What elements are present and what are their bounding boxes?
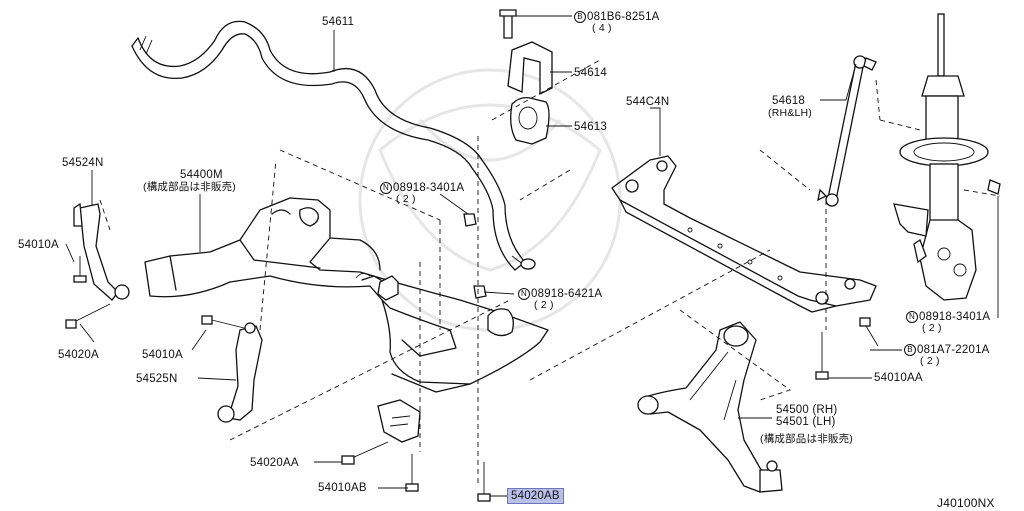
bolt-symbol: B: [904, 344, 916, 356]
nut-symbol: N: [380, 182, 392, 194]
label-54020a: 54020A: [58, 349, 99, 361]
stabilizer-bar: [131, 20, 536, 271]
label-54611: 54611: [322, 16, 355, 28]
lower-control-arm: [637, 321, 783, 493]
label-54020ab-highlighted[interactable]: 54020AB: [507, 488, 564, 504]
label-54614: 54614: [574, 67, 607, 79]
label-54010a-mid: 54010A: [142, 349, 183, 361]
nut-symbol: N: [906, 311, 918, 323]
label-bolt-081a7-qty: ( 2 ): [920, 355, 940, 367]
reference-lines: [99, 59, 1001, 486]
bolt-081b6-code: 081B6-8251A: [587, 11, 660, 23]
label-nut-c-qty: ( 2 ): [922, 322, 942, 334]
bolt-081a7-code: 081A7-2201A: [917, 344, 990, 356]
label-54400m: 54400M: [180, 169, 223, 181]
label-54618-note: (RH&LH): [768, 107, 812, 119]
label-54500-note: (構成部品は非販売): [760, 433, 853, 445]
label-54010ab: 54010AB: [318, 482, 367, 494]
label-54613: 54613: [574, 121, 607, 133]
label-54010aa: 54010AA: [874, 372, 923, 384]
label-54524n: 54524N: [62, 157, 104, 169]
nut-b-code: 08918-6421A: [531, 288, 603, 300]
leader-lines: [65, 15, 999, 497]
label-54525n: 54525N: [136, 373, 178, 385]
stabilizer-link: [817, 55, 877, 207]
strut-assembly: [893, 13, 1001, 301]
left-upper-bracket: [73, 202, 130, 301]
label-54400m-note: (構成部品は非販売): [143, 181, 236, 193]
nut-a-code: 08918-3401A: [393, 182, 465, 194]
label-54020aa: 54020AA: [250, 457, 299, 469]
label-nut-a-qty: ( 2 ): [396, 193, 416, 205]
diagram-code: J40100NX: [937, 496, 995, 510]
nut-c-code: 08918-3401A: [919, 311, 991, 323]
nut-symbol: N: [518, 288, 530, 300]
label-54618: 54618: [772, 95, 805, 107]
label-bolt-081b6-qty: ( 4 ): [592, 22, 612, 34]
label-544c4n: 544C4N: [626, 96, 670, 108]
bolt-symbol: B: [574, 11, 586, 23]
label-54010a-left: 54010A: [18, 239, 59, 251]
bushing-bracket: [499, 9, 553, 145]
label-54501: 54501 (LH): [776, 416, 836, 428]
label-nut-b-qty: ( 2 ): [534, 299, 554, 311]
left-lower-bracket: [217, 322, 263, 423]
front-subframe: [144, 197, 549, 443]
label-54500: 54500 (RH): [776, 404, 838, 416]
bolts: [65, 213, 879, 502]
cross-member: [611, 155, 877, 313]
